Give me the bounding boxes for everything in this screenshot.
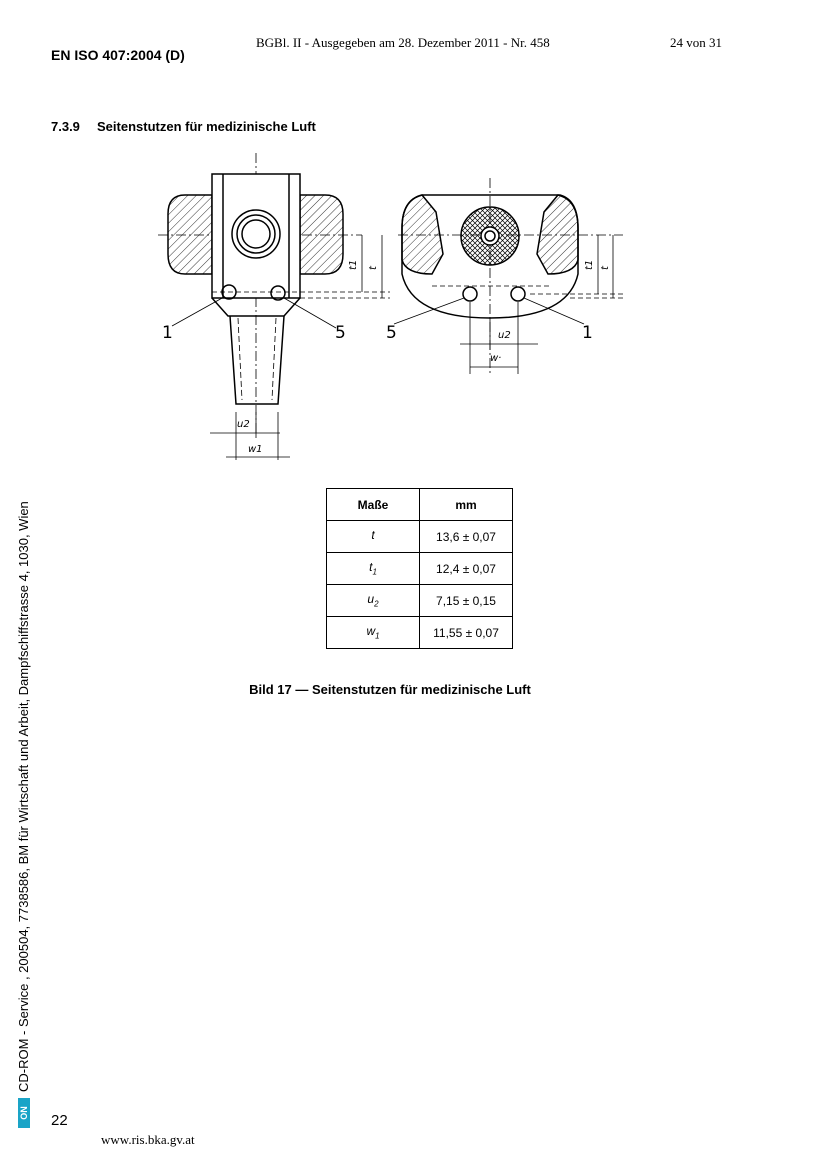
dim-w1-left: w1	[248, 444, 263, 455]
dimension-symbol: w1	[326, 616, 420, 649]
label-item-1-right: 1	[582, 323, 593, 343]
dim-u2-left: u2	[237, 419, 250, 430]
page-counter: 24 von 31	[670, 35, 722, 50]
side-view	[393, 178, 623, 374]
dim-t-right: t	[600, 265, 611, 270]
figure-caption: Bild 17 — Seitenstutzen für medizinische…	[249, 682, 531, 697]
label-item-5-right: 5	[386, 323, 397, 343]
page-number: 22	[51, 1112, 68, 1129]
dim-t1-right: t1	[584, 260, 595, 270]
front-view	[158, 153, 390, 460]
footer-url-link[interactable]: www.ris.bka.gv.at	[101, 1132, 195, 1147]
section-title: Seitenstutzen für medizinische Luft	[97, 119, 316, 134]
col-header-dimension: Maße	[326, 488, 420, 521]
table-row: t 13,6 ± 0,07	[326, 520, 513, 553]
table-row: w1 11,55 ± 0,07	[326, 616, 513, 649]
dimension-value: 13,6 ± 0,07	[419, 520, 513, 553]
col-header-unit: mm	[419, 488, 513, 521]
document-id: EN ISO 407:2004 (D)	[51, 47, 185, 63]
dimension-value: 7,15 ± 0,15	[419, 584, 513, 617]
sidebar-text: CD-ROM - Service , 200504, 7738586, BM f…	[16, 501, 31, 1092]
dim-t-left: t	[368, 265, 379, 270]
technical-drawing: 1 5 u2 w1 t1 t 5 1 u2 w·	[158, 153, 623, 460]
gazette-header: BGBl. II - Ausgegeben am 28. Dezember 20…	[256, 35, 550, 50]
dim-u2-right: u2	[498, 330, 511, 341]
label-item-1-left: 1	[162, 323, 173, 343]
dim-t1-left: t1	[348, 260, 359, 270]
table-header-row: Maße mm	[326, 488, 513, 521]
dimension-symbol: t1	[326, 552, 420, 585]
table-row: u2 7,15 ± 0,15	[326, 584, 513, 617]
dimensions-table: Maße mm t 13,6 ± 0,07 t1 12,4 ± 0,07 u2 …	[326, 488, 513, 649]
section-number: 7.3.9	[51, 119, 80, 134]
dim-w1-right: w·	[490, 353, 501, 364]
sidebar-stamp: ON CD-ROM - Service , 200504, 7738586, B…	[16, 501, 31, 1128]
dimension-value: 12,4 ± 0,07	[419, 552, 513, 585]
section-heading: 7.3.9 Seitenstutzen für medizinische Luft	[51, 119, 316, 134]
label-item-5-left: 5	[335, 323, 346, 343]
dimension-symbol: t	[326, 520, 420, 553]
on-logo-icon: ON	[17, 1098, 30, 1128]
dimension-value: 11,55 ± 0,07	[419, 616, 513, 649]
dimension-symbol: u2	[326, 584, 420, 617]
table-row: t1 12,4 ± 0,07	[326, 552, 513, 585]
